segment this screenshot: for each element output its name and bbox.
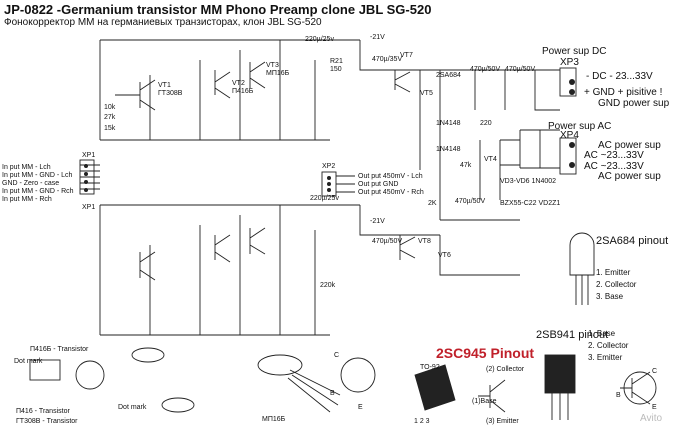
gt308-caption: ГТ308В - Transistor	[16, 418, 78, 425]
input-lch-gnd-label: In put MM - GND - Lch	[2, 172, 73, 179]
pnp-b-label: B	[616, 392, 621, 399]
mp16-caption: МП16Б	[262, 416, 286, 423]
c16-label: 470µ/50V	[470, 66, 501, 73]
vt5-label: VT5	[420, 90, 433, 97]
vt1-label: VT1	[158, 82, 171, 89]
mp16-c-label: C	[334, 352, 340, 359]
p416-caption: П416 - Transistor	[16, 408, 70, 415]
vd2-label: 1N4148	[436, 146, 461, 153]
diodes-label: VD3-VD6 1N4002	[500, 178, 557, 185]
minus21v-top-label: -21V	[370, 34, 385, 41]
dc-plus-label: + GND + pisitive !	[584, 87, 663, 98]
r7-label: 10k	[104, 104, 116, 111]
minus21v-bottom-label: -21V	[370, 218, 385, 225]
sc945-collector-label: (2) Collector	[486, 366, 525, 373]
xp4-label: XP4	[560, 130, 579, 141]
mp16-b-label: B	[330, 390, 335, 397]
sb941-pin1: 1. Base	[588, 329, 616, 338]
input-lch-label: In put MM - Lch	[2, 164, 51, 171]
gnd-case-label: GND - Zero - case	[2, 180, 60, 187]
input-rch-gnd-label: In put MM - GND - Rch	[2, 188, 74, 195]
sa684-pinout-title: 2SA684 pinout	[596, 235, 669, 247]
ac-power-title: Power sup AC	[548, 121, 612, 132]
dot-mark-label: Dot mark	[14, 358, 43, 365]
ac4-label: AC power sup	[598, 171, 661, 182]
sc945-pins-label: 1 2 3	[414, 418, 430, 425]
vt6-label: VT6	[438, 252, 451, 259]
sb941-pin3: 3. Emitter	[588, 353, 623, 362]
xp3-label: XP3	[560, 57, 579, 68]
c19-label: 470µ/50V	[455, 198, 486, 205]
dot-mark-label-2: Dot mark	[118, 404, 147, 411]
input-rch-label: In put MM - Rch	[2, 196, 52, 203]
p416-pinout-title: П416Б - Transistor	[30, 346, 89, 353]
r22-label: 220k	[320, 282, 336, 289]
sa684-pin1: 1. Emitter	[596, 268, 631, 277]
dc-minus-label: - DC - 23...33V	[586, 71, 653, 82]
r21-label: R21	[330, 58, 343, 65]
sa684-pin3: 3. Base	[596, 292, 624, 301]
r9-label: 15k	[104, 125, 116, 132]
sa684-pin2: 2. Collector	[596, 280, 637, 289]
r26-label: 47k	[460, 162, 472, 169]
vt7-label: VT7	[400, 52, 413, 59]
vt4-label: VT4	[484, 156, 497, 163]
bzx-label: BZX55-C22 VD2Z1	[500, 200, 561, 207]
r21-value: 150	[330, 66, 342, 73]
page-title: JP-0822 -Germanium transistor MM Phono P…	[4, 2, 432, 17]
sc945-emitter-label: (3) Emitter	[486, 418, 519, 425]
page-subtitle: Фонокорректор ММ на германиевых транзист…	[4, 17, 322, 28]
sb941-pin2: 2. Collector	[588, 341, 629, 350]
ac3-label: AC ~23...33V	[584, 161, 644, 172]
r8-label: 27k	[104, 114, 116, 121]
xp2-label: XP2	[322, 163, 336, 170]
p416-label: П416Б	[232, 88, 254, 95]
c17-label: 470µ/50V	[505, 66, 536, 73]
output-gnd-label: Out put GND	[358, 181, 399, 188]
dc-power-title: Power sup DC	[542, 46, 607, 57]
mp16-label: МП16Б	[266, 70, 290, 77]
output-rch-label: Out put 450mV - Rch	[358, 189, 424, 196]
output-lch-label: Out put 450mV - Lch	[358, 173, 423, 180]
gt308-label: ГТ308В	[158, 90, 183, 97]
xp1-bottom-label: XP1	[82, 204, 96, 211]
vt2-label: VT2	[232, 80, 245, 87]
vt3-label: VT3	[266, 62, 279, 69]
ac1-label: AC power sup	[598, 140, 661, 151]
xp1-top-label: XP1	[82, 152, 96, 159]
mp16-e-label: E	[358, 404, 363, 411]
dc-gnd-label: GND power sup	[598, 98, 670, 109]
vd1-label: 1N4148	[436, 120, 461, 127]
to92-label: TO-92	[420, 364, 440, 371]
sb941-pinout-title: 2SB941 pinout	[536, 329, 609, 341]
c13-label: 220µ/25v	[305, 36, 334, 43]
r25-label: 220	[480, 120, 492, 127]
watermark: Avito	[640, 413, 663, 424]
c13b-label: 220µ/25v	[310, 195, 339, 202]
sa684-label: 2SA684	[436, 72, 461, 79]
r27-label: 2K	[428, 200, 437, 207]
ac2-label: AC ~23...33V	[584, 150, 644, 161]
vt8-label: VT8	[418, 238, 431, 245]
c15-label: 470µ/35V	[372, 56, 403, 63]
c18-label: 470µ/50V	[372, 238, 403, 245]
sc945-base-label: (1)Base	[472, 398, 497, 405]
pnp-e-label: E	[652, 404, 657, 411]
pnp-c-label: C	[652, 368, 658, 375]
sc945-pinout-title: 2SC945 Pinout	[436, 345, 535, 361]
